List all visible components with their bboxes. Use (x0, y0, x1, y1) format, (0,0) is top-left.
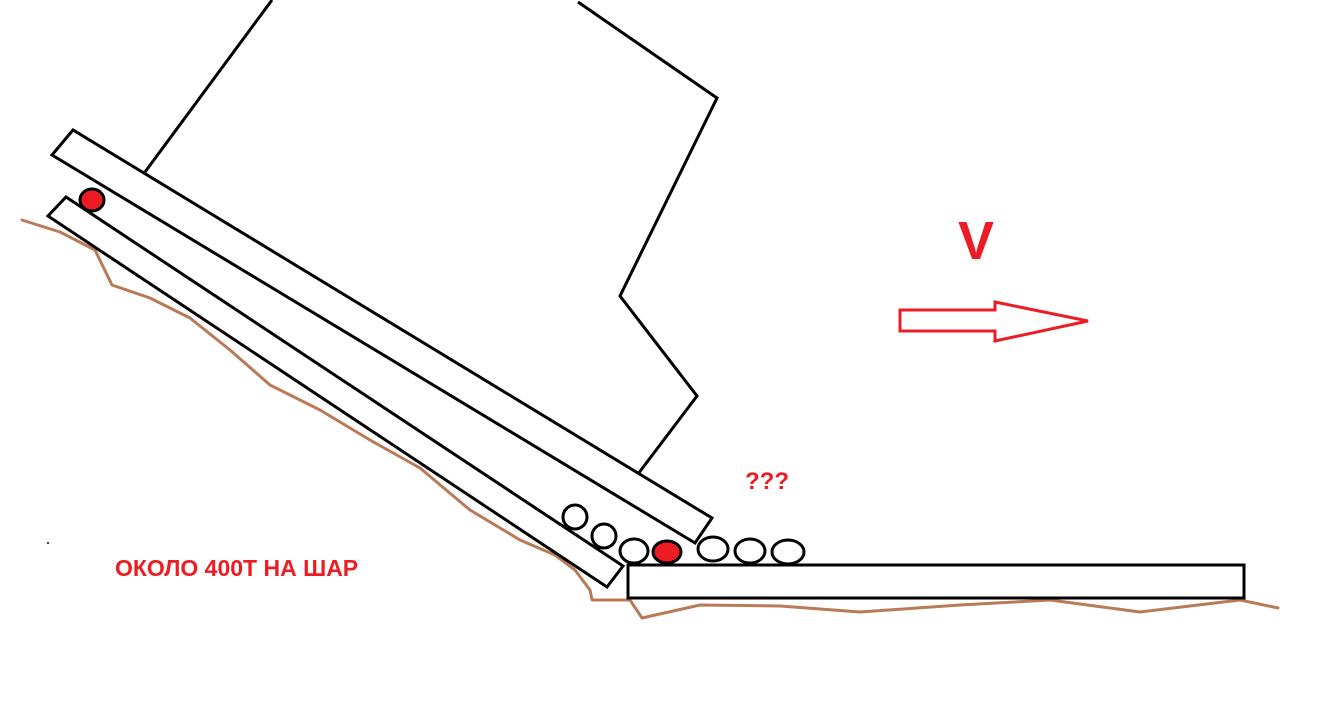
ground-line (20, 218, 1280, 620)
roller (770, 538, 806, 566)
red-roller (651, 539, 683, 565)
red-ball-top (78, 187, 106, 213)
roller (696, 535, 730, 563)
upper-inclined-beam (49, 128, 715, 546)
question-label: ??? (745, 468, 789, 495)
stray-dot (47, 542, 49, 544)
velocity-arrow (898, 300, 1089, 343)
roller (561, 503, 589, 531)
sliding-body-outline-right (577, 0, 719, 475)
flat-platform (626, 563, 1246, 600)
load-label: ОКОЛО 400Т НА ШАР (115, 555, 358, 581)
roller (618, 537, 650, 565)
sliding-body-outline (143, 0, 274, 173)
roller (733, 537, 767, 565)
roller (590, 522, 618, 550)
lower-inclined-beam (45, 195, 626, 590)
velocity-label: V (958, 211, 994, 271)
